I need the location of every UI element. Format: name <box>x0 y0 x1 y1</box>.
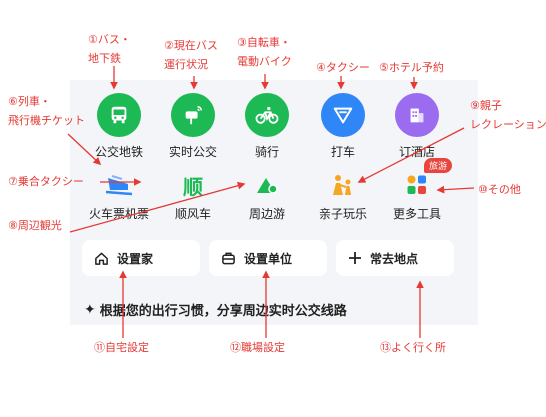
mountain-icon <box>252 170 282 200</box>
nearby-tour-button[interactable]: 周边游 <box>230 170 304 222</box>
carpool-shun-icon: 顺 <box>183 174 203 199</box>
plus-icon <box>348 251 362 265</box>
carpool-button[interactable]: 顺 顺风车 <box>156 170 230 222</box>
tip-banner[interactable]: ✦ 根据您的出行习惯，分享周边实时公交线路 <box>84 300 347 320</box>
realtime-bus-label: 实时公交 <box>168 145 217 159</box>
family-icon <box>328 170 358 200</box>
taxi-label: 打车 <box>330 145 355 159</box>
taxi-button[interactable]: 打车 <box>306 93 380 160</box>
home-icon <box>94 251 109 266</box>
annotation-11: ⑪自宅設定 <box>94 341 149 354</box>
family-fun-button[interactable]: 亲子玩乐 <box>306 170 380 222</box>
train-flight-ticket-label: 火车票机票 <box>88 207 149 221</box>
briefcase-icon <box>221 251 236 266</box>
sparkle-icon: ✦ <box>84 301 96 318</box>
set-work-card[interactable]: 设置单位 <box>209 240 327 276</box>
annotation-9: ⑨親子レクレーション <box>470 99 546 131</box>
frequent-place-card[interactable]: 常去地点 <box>336 240 454 276</box>
family-fun-label: 亲子玩乐 <box>318 207 367 221</box>
taxi-icon <box>321 93 365 137</box>
bus-stop-signal-icon <box>171 93 215 137</box>
annotation-6: ⑥列車・飛行機チケット <box>8 95 85 127</box>
tip-text: 根据您的出行习惯，分享周边实时公交线路 <box>99 304 347 319</box>
annotation-12: ⑫職場設定 <box>230 341 285 354</box>
frequent-place-label: 常去地点 <box>370 251 419 266</box>
set-home-label: 设置家 <box>117 251 154 266</box>
annotation-5: ⑤ホテル予約 <box>379 61 444 74</box>
annotation-1: ①バス・地下鉄 <box>88 33 131 65</box>
cycling-button[interactable]: 骑行 <box>230 93 304 160</box>
train-ticket-icon <box>104 170 134 200</box>
realtime-bus-button[interactable]: 实时公交 <box>156 93 230 160</box>
set-work-label: 设置单位 <box>244 251 293 266</box>
train-flight-ticket-button[interactable]: 火车票机票 <box>82 170 156 222</box>
annotation-2: ②現在バス運行状況 <box>164 39 218 71</box>
nearby-tour-label: 周边游 <box>248 207 285 221</box>
annotation-3: ③自転車・電動バイク <box>237 36 292 68</box>
cycling-label: 骑行 <box>254 145 279 159</box>
more-tools-grid-icon <box>402 170 432 200</box>
annotation-7: ⑦乗合タクシー <box>8 175 84 188</box>
bus-subway-button[interactable]: 公交地铁 <box>82 93 156 160</box>
annotation-13: ⑬よく行く所 <box>380 341 446 354</box>
carpool-label: 顺风车 <box>174 207 211 221</box>
bus-icon <box>97 93 141 137</box>
bus-subway-label: 公交地铁 <box>94 145 143 159</box>
set-home-card[interactable]: 设置家 <box>82 240 200 276</box>
hotel-building-icon <box>395 93 439 137</box>
annotation-8: ⑧周辺観光 <box>8 219 62 232</box>
bicycle-icon <box>245 93 289 137</box>
annotation-4: ④タクシー <box>316 61 370 74</box>
more-tools-label: 更多工具 <box>392 207 441 221</box>
annotation-10: ⑩その他 <box>478 183 521 196</box>
more-tools-button[interactable]: 旅游 更多工具 <box>380 158 454 222</box>
travel-badge: 旅游 <box>424 158 453 173</box>
